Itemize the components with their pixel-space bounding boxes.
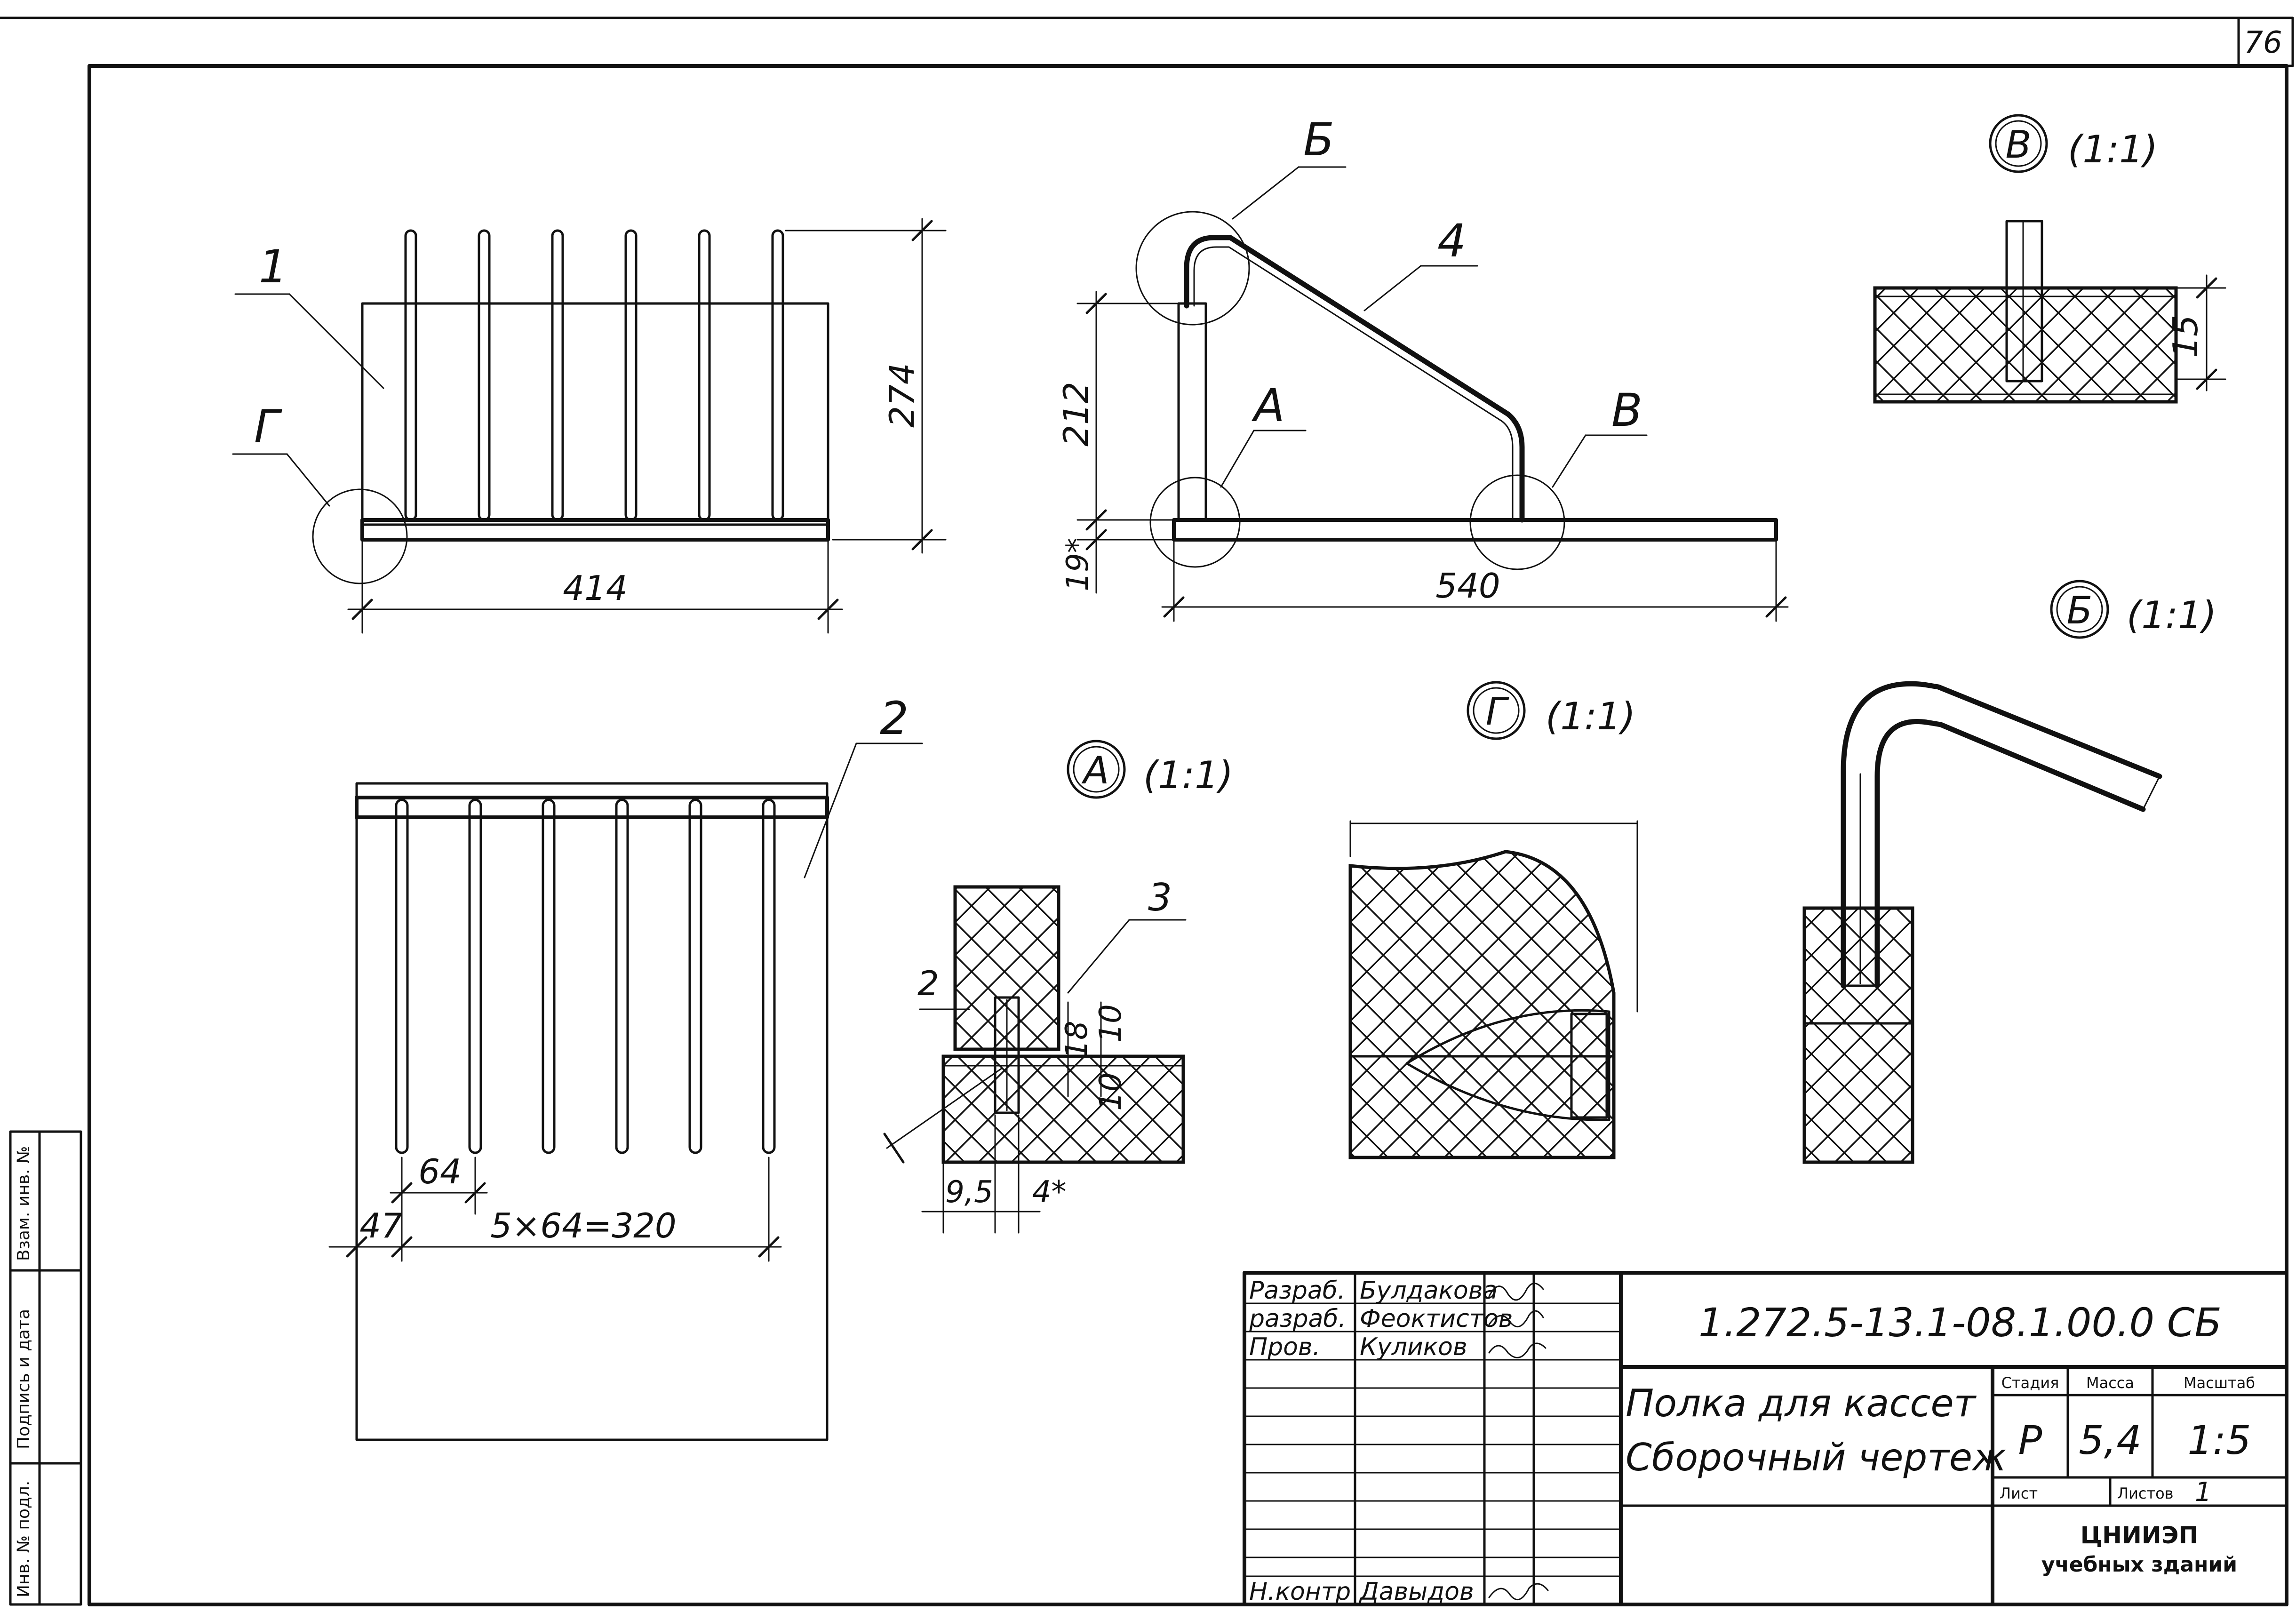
front-label-g: Г bbox=[254, 400, 282, 453]
scale-value: 1:5 bbox=[2187, 1417, 2251, 1463]
top-dim-pitch: 64 bbox=[418, 1152, 462, 1191]
detail-v-letter: В bbox=[2006, 123, 2032, 167]
detail-b-letter: Б bbox=[2067, 589, 2093, 632]
detail-v-dim: 15 bbox=[2166, 315, 2205, 358]
signature-scribbles bbox=[1488, 1283, 1549, 1600]
sig-name-4: Давыдов bbox=[1359, 1578, 1474, 1606]
side-label-a: А bbox=[1251, 379, 1285, 432]
stamp-inv-repl: Взам. инв. № bbox=[14, 1146, 33, 1261]
col-stage: Стадия bbox=[2001, 1374, 2059, 1392]
stage-value: Р bbox=[2018, 1417, 2042, 1463]
top-dim-edge: 47 bbox=[359, 1206, 403, 1245]
sig-role-1: Разраб. bbox=[1249, 1277, 1345, 1305]
top-view-rods bbox=[395, 798, 776, 1154]
side-detail-v-circle bbox=[1469, 474, 1565, 570]
sig-name-2: Феоктистов bbox=[1360, 1305, 1513, 1333]
detail-v-scale: (1:1) bbox=[2068, 128, 2158, 171]
detail-g-scale: (1:1) bbox=[1546, 694, 1635, 738]
front-detail-g-circle bbox=[312, 488, 408, 584]
stamp-inv-orig: Инв. № подл. bbox=[14, 1481, 33, 1597]
detail-g-letter: Г bbox=[1486, 690, 1509, 734]
detail-a-letter: А bbox=[1081, 749, 1109, 792]
detail-g: Г (1:1) bbox=[1348, 681, 1638, 1159]
side-stamp: Инв. № подл. Подпись и дата Взам. инв. № bbox=[9, 1130, 82, 1606]
detail-a-scale: (1:1) bbox=[1143, 753, 1233, 797]
detail-v: В (1:1) 15 bbox=[1873, 114, 2226, 404]
sheets-count: 1 bbox=[2195, 1477, 2212, 1508]
side-label-v: В bbox=[1611, 384, 1642, 437]
sheet-label: Лист bbox=[2000, 1484, 2038, 1502]
org-line-1: ЦНИИЭП bbox=[2081, 1522, 2198, 1549]
sig-role-2: разраб. bbox=[1249, 1305, 1346, 1333]
detail-a-dim-4: 4* bbox=[1032, 1175, 1067, 1210]
front-view-rods bbox=[404, 229, 784, 521]
detail-b-marker bbox=[2050, 580, 2109, 639]
title-block: Разраб. Булдакова разраб. Феоктистов Про… bbox=[1243, 1271, 2288, 1606]
detail-a-dim-10b: 10 bbox=[1093, 1072, 1128, 1110]
top-part-2: 2 bbox=[880, 692, 909, 745]
detail-a-marker bbox=[1067, 740, 1126, 799]
side-dim-height: 212 bbox=[1056, 382, 1096, 446]
side-label-b: Б bbox=[1303, 113, 1334, 166]
detail-b: Б (1:1) bbox=[1802, 580, 2216, 1164]
detail-a-dim-18: 18 bbox=[1060, 1021, 1094, 1059]
doc-code: 1.272.5-13.1-08.1.00.0 СБ bbox=[1698, 1300, 2222, 1346]
detail-a-dim-10a: 10 bbox=[1093, 1004, 1128, 1042]
side-part-4: 4 bbox=[1437, 215, 1466, 267]
title-line-2: Сборочный чертеж bbox=[1626, 1436, 2006, 1479]
sheet-frame: 76 bbox=[0, 16, 2294, 1606]
side-detail-b-circle bbox=[1135, 211, 1250, 326]
detail-a-dim-95: 9,5 bbox=[945, 1175, 993, 1210]
side-dim-width: 540 bbox=[1435, 566, 1500, 606]
col-scale: Масштаб bbox=[2184, 1374, 2255, 1392]
side-dim-base: 19* bbox=[1060, 538, 1095, 591]
side-view: Б 4 А В 212 19* 540 bbox=[1056, 113, 1789, 622]
front-view: 1 Г 274 414 bbox=[232, 218, 947, 634]
detail-b-scale: (1:1) bbox=[2127, 593, 2216, 637]
sig-role-4: Н.контр bbox=[1249, 1578, 1351, 1606]
front-dim-width: 414 bbox=[563, 568, 627, 608]
sig-name-1: Булдакова bbox=[1360, 1277, 1498, 1305]
top-dim-series: 5×64=320 bbox=[490, 1206, 677, 1245]
sheet-number: 76 bbox=[2244, 25, 2282, 60]
front-dim-height: 274 bbox=[882, 363, 922, 427]
front-part-1: 1 bbox=[259, 240, 287, 293]
side-detail-a-circle bbox=[1149, 477, 1241, 568]
col-mass: Масса bbox=[2086, 1374, 2134, 1392]
mass-value: 5,4 bbox=[2079, 1417, 2142, 1463]
sig-role-3: Пров. bbox=[1249, 1333, 1320, 1361]
detail-a-part: 3 bbox=[1148, 876, 1172, 919]
detail-v-marker bbox=[1989, 114, 2048, 173]
sig-name-3: Куликов bbox=[1360, 1333, 1467, 1361]
detail-g-marker bbox=[1467, 681, 1526, 740]
stamp-sign-date: Подпись и дата bbox=[14, 1309, 33, 1449]
org-line-2: учебных зданий bbox=[2041, 1553, 2237, 1577]
sheets-label: Листов bbox=[2117, 1484, 2174, 1502]
detail-a-dim-2: 2 bbox=[917, 964, 939, 1003]
title-line-1: Полка для кассет bbox=[1626, 1381, 1977, 1425]
detail-a: А (1:1) 3 2 18 10 10 9,5 4* bbox=[883, 740, 1233, 1234]
side-view-bent-rod bbox=[1184, 235, 1525, 523]
top-view: 2 64 47 5×64=320 bbox=[328, 692, 923, 1441]
